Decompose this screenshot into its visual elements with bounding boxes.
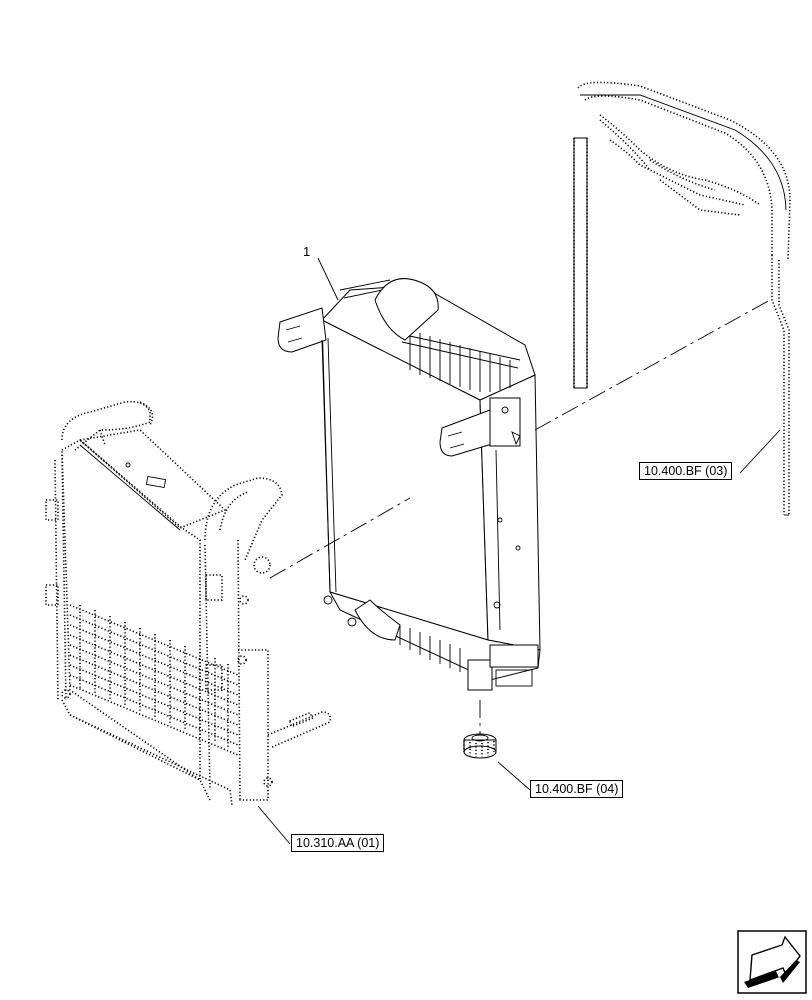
item-number-1-label: 1 [303,244,311,259]
assembly-centerlines [269,299,771,735]
cooler-assembly-left [45,400,332,806]
reference-link-10-310-aa-01[interactable]: 10.310.AA (01) [291,834,385,852]
reference-link-10-400-bf-03[interactable]: 10.400.BF (03) [639,462,733,480]
radiator-assembly-item-1 [277,278,541,691]
leader-lines [257,257,781,845]
reference-link-10-400-bf-04[interactable]: 10.400.BF (04) [530,780,624,798]
frame-assembly-top-right [573,81,791,516]
arrow-next-page-icon[interactable] [737,930,807,994]
drain-plug-part [463,733,497,759]
